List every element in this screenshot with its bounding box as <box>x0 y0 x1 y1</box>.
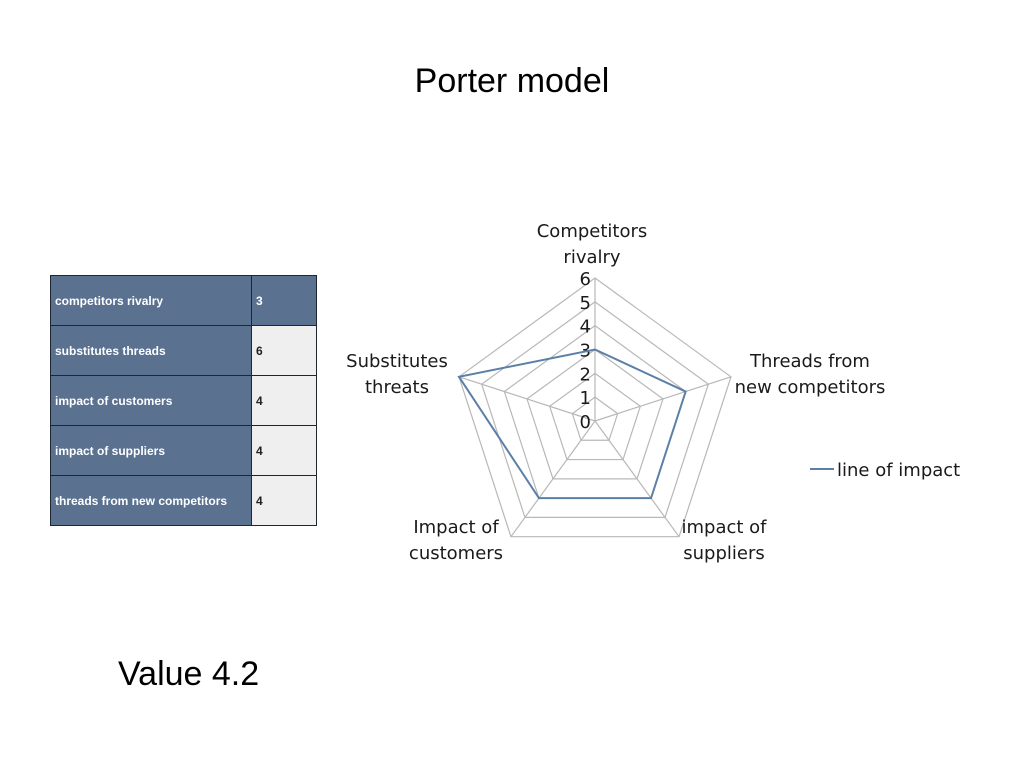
axis-label-line: suppliers <box>683 543 765 564</box>
row-label: impact of customers <box>50 375 252 426</box>
row-value: 3 <box>251 275 317 326</box>
grid-spoke <box>594 376 732 422</box>
table-row: threads from new competitors 4 <box>50 475 317 526</box>
row-label: competitors rivalry <box>50 275 252 326</box>
axis-label-line: Threads from <box>749 351 870 372</box>
table-row: substitutes threads 6 <box>50 325 317 376</box>
axis-label-line: threats <box>365 377 429 398</box>
row-value: 4 <box>251 375 317 426</box>
row-value: 4 <box>251 475 317 526</box>
series-line-of-impact <box>457 348 687 500</box>
axis-label: Competitors rivalry <box>537 221 648 268</box>
legend-label: line of impact <box>837 460 960 481</box>
axis-label: Substitutes threats <box>346 351 448 398</box>
grid-ring <box>548 372 642 461</box>
row-value: 6 <box>251 325 317 376</box>
axis-label-line: impact of <box>681 517 767 538</box>
axis-label-line: new competitors <box>735 377 886 398</box>
grid-spoke <box>594 420 680 538</box>
axis-label: impact of suppliers <box>681 517 767 564</box>
grid-spoke <box>458 376 596 422</box>
table-row: impact of suppliers 4 <box>50 425 317 476</box>
grid-spoke <box>510 420 596 538</box>
grid-ring <box>526 348 664 480</box>
grid-ring <box>571 396 619 441</box>
table-row: impact of customers 4 <box>50 375 317 426</box>
row-label: threads from new competitors <box>50 475 252 526</box>
row-value: 4 <box>251 425 317 476</box>
tick-label: 6 <box>580 269 591 290</box>
axis-label-line: rivalry <box>563 247 620 268</box>
porter-data-table: competitors rivalry 3 substitutes thread… <box>50 275 317 526</box>
page-title: Porter model <box>414 62 610 100</box>
summary-value: Value 4.2 <box>118 655 260 693</box>
axis-label: Impact of customers <box>409 517 503 564</box>
tick-label: 5 <box>580 293 591 314</box>
axis-label-line: Impact of <box>413 517 499 538</box>
axis-label-line: Competitors <box>537 221 648 242</box>
axis-label-line: Substitutes <box>346 351 448 372</box>
grid-ring <box>480 301 710 519</box>
tick-label: 2 <box>580 364 591 385</box>
row-label: substitutes threads <box>50 325 252 376</box>
axis-label: Threads from new competitors <box>735 351 886 398</box>
tick-label: 4 <box>580 317 591 338</box>
axis-label-line: customers <box>409 543 503 564</box>
table-row: competitors rivalry 3 <box>50 275 317 326</box>
tick-label: 1 <box>580 388 591 409</box>
tick-label: 0 <box>580 412 591 433</box>
grid-ring <box>458 277 732 538</box>
row-label: impact of suppliers <box>50 425 252 476</box>
